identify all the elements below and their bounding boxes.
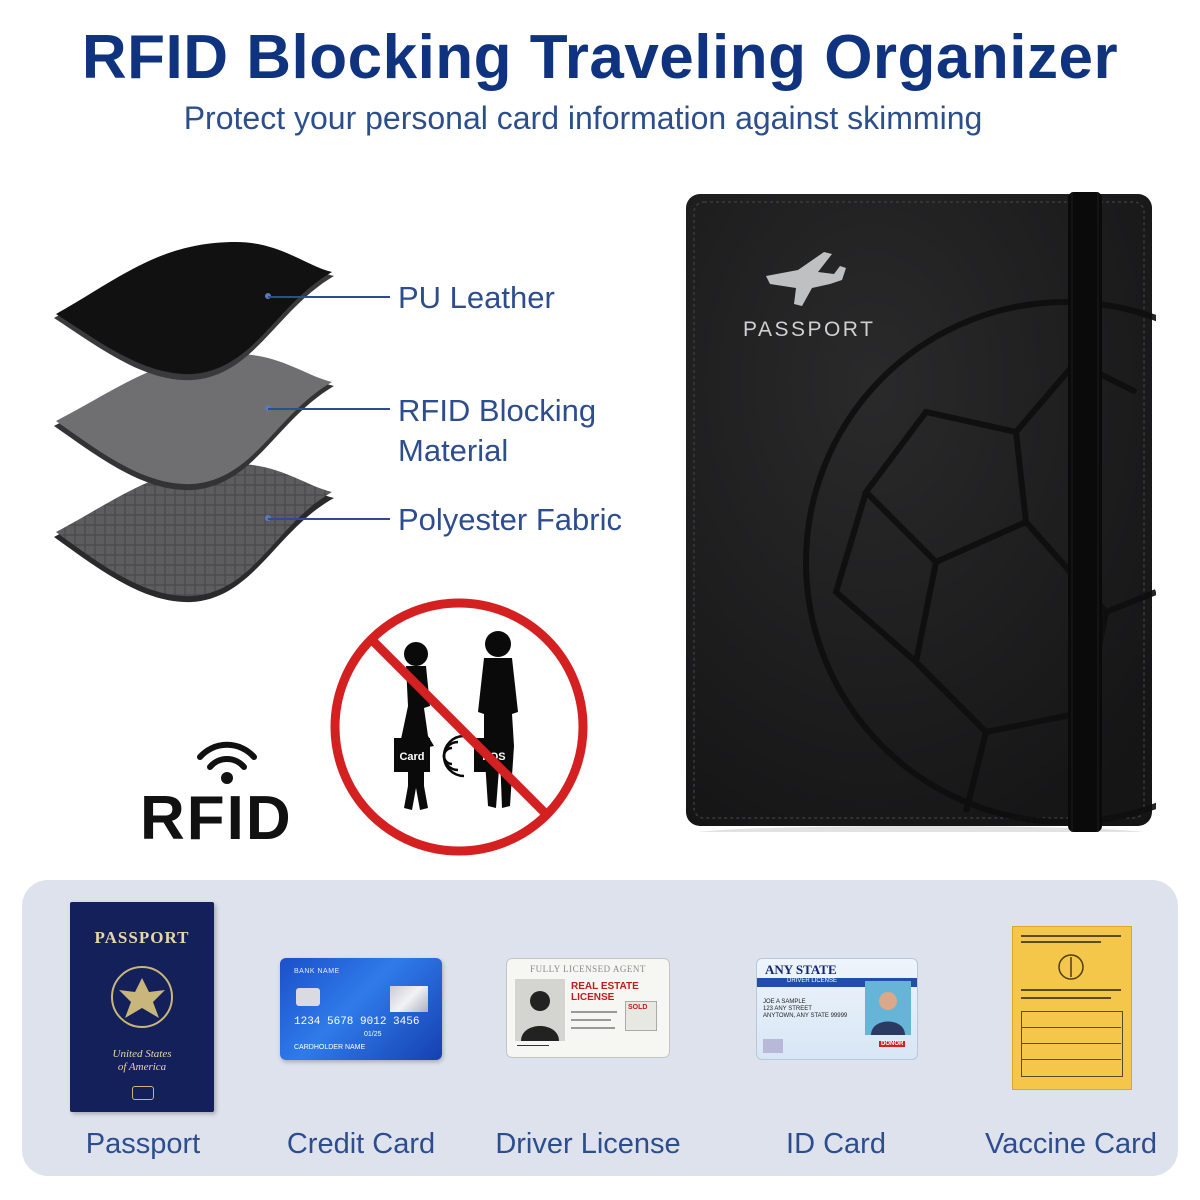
card-chip-icon: [296, 988, 320, 1006]
card-box-text: Card: [399, 751, 424, 763]
doc-label-credit-card: Credit Card: [286, 1128, 436, 1160]
page-title: RFID Blocking Traveling Organizer: [81, 23, 1119, 92]
layer-label-polyester: Polyester Fabric: [398, 502, 622, 537]
passport-thumbnail: PASSPORT United States of America: [70, 902, 214, 1112]
wifi-signal-icon: [197, 741, 257, 784]
doc-label-passport: Passport: [85, 1128, 201, 1160]
wallet-cover-text: PASSPORT: [743, 318, 876, 341]
polyester-fabric-layer: [54, 464, 334, 603]
chip-icon: [132, 1086, 154, 1100]
driver-license-thumbnail: FULLY LICENSED AGENT REAL ESTATE LICENSE…: [506, 958, 670, 1058]
doc-label-vaccine-card: Vaccine Card: [985, 1128, 1157, 1160]
layer-label-pu-leather: PU Leather: [398, 280, 555, 315]
credit-card-thumbnail: BANK NAME 1234 5678 9012 3456 01/25 CARD…: [280, 958, 442, 1060]
material-layers-illustration: [54, 242, 334, 603]
leader-line-polyester: [268, 518, 390, 520]
eagle-seal-icon: [111, 966, 173, 1028]
pu-leather-layer: [54, 242, 334, 381]
id-photo: [865, 981, 911, 1035]
photo-placeholder: [515, 979, 565, 1041]
vaccine-card-thumbnail: [1012, 926, 1132, 1090]
doc-label-id-card: ID Card: [786, 1128, 886, 1160]
leader-line-rfid: [268, 408, 390, 410]
doc-label-driver-license: Driver License: [495, 1128, 681, 1160]
id-ghost-photo: [763, 1039, 783, 1053]
who-emblem-icon: [1058, 954, 1084, 980]
id-card-thumbnail: ANY STATE DRIVER LICENSE JOE A SAMPLE 12…: [756, 958, 918, 1060]
no-skimming-sign: Card POS: [330, 598, 588, 856]
airplane-icon: [766, 252, 846, 306]
layer-label-rfid-blocking: RFID Blocking Material: [398, 393, 597, 468]
leader-line-pu: [268, 296, 390, 298]
house-sold-icon: SOLD: [625, 1001, 657, 1031]
person-with-card-icon: [394, 642, 434, 810]
rfid-logo: RFID: [140, 735, 291, 853]
person-photo-icon: [871, 992, 905, 1035]
passport-wallet: PASSPORT: [686, 192, 1156, 832]
page-subtitle: Protect your personal card information a…: [183, 100, 983, 136]
signal-waves-icon: [442, 734, 465, 778]
elastic-band: [1068, 192, 1102, 832]
person-silhouette-icon: [521, 991, 559, 1041]
rfid-blocking-layer: [54, 354, 334, 491]
hologram-icon: [390, 986, 428, 1012]
